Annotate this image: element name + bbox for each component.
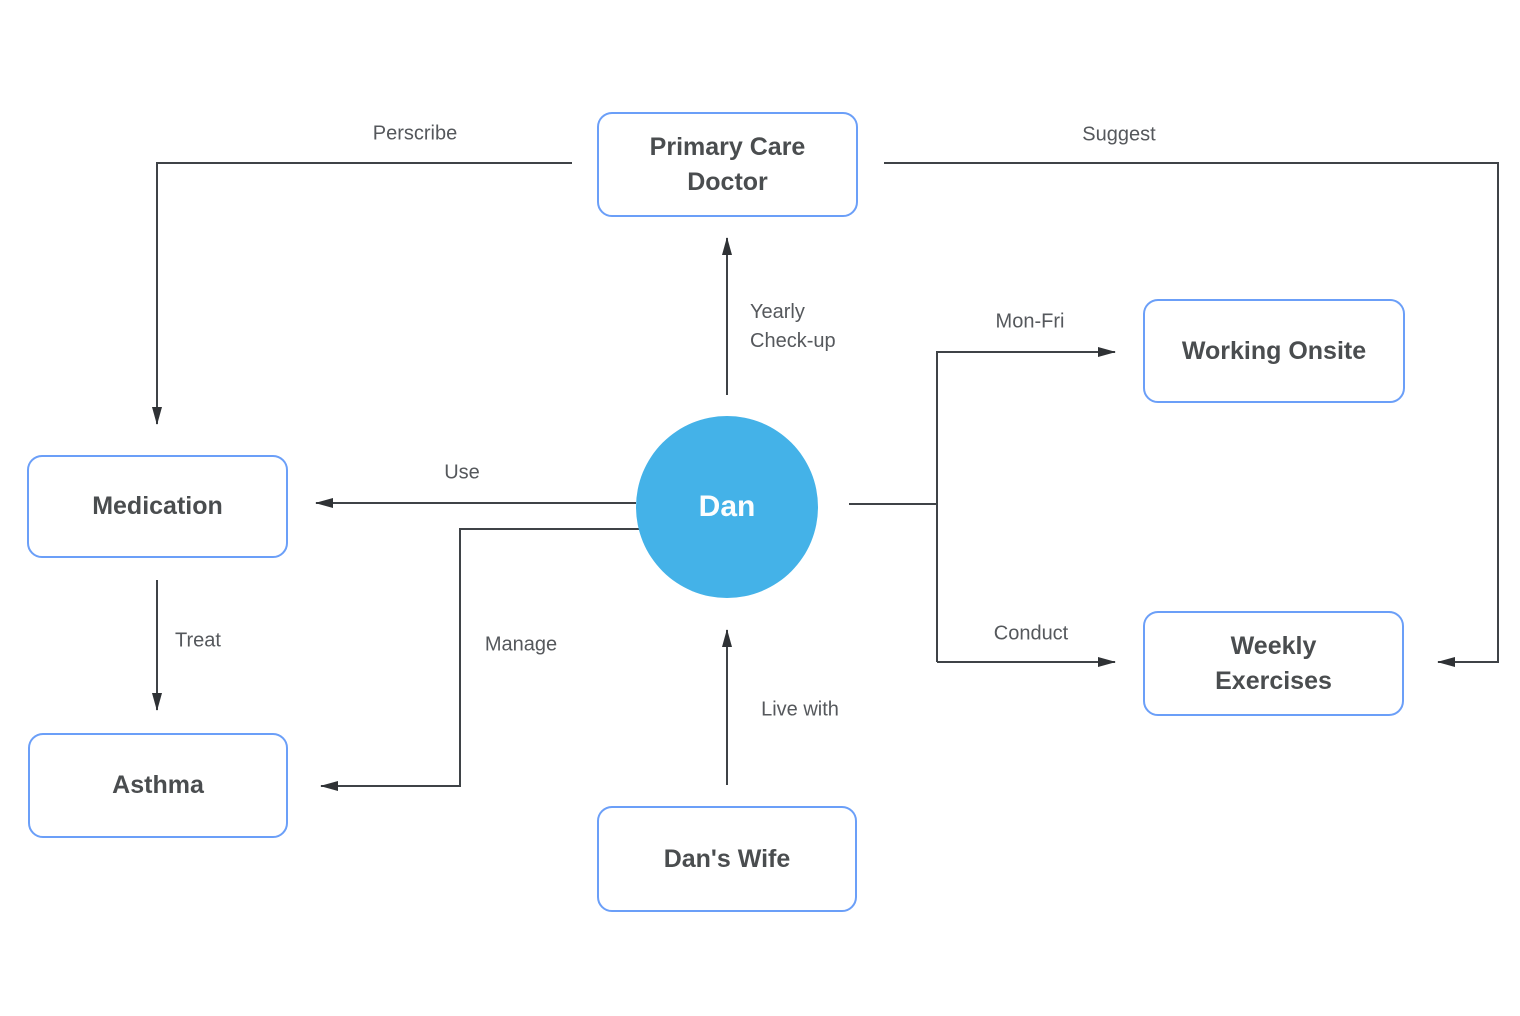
node-primary-care-doctor[interactable]: Primary Care Doctor (597, 112, 858, 217)
edge-label-perscribe: Perscribe (372, 122, 458, 145)
edge-label-conduct: Conduct (993, 622, 1069, 645)
node-dan[interactable]: Dan (636, 416, 818, 598)
edge-suggest (884, 162, 1499, 667)
node-weekly-exercises-label: Weekly Exercises (1215, 631, 1332, 695)
edge-label-suggest: Suggest (1082, 123, 1156, 146)
node-dan-label: Dan (698, 490, 756, 523)
node-dans-wife[interactable]: Dan's Wife (597, 806, 857, 912)
node-working-onsite[interactable]: Working Onsite (1143, 299, 1405, 403)
node-medication[interactable]: Medication (27, 455, 288, 558)
edge-label-yearly-checkup: Yearly Check-up (750, 301, 836, 352)
edge-label-use: Use (444, 461, 480, 484)
edge-label-mon-fri: Mon-Fri (995, 310, 1065, 333)
node-dans-wife-label: Dan's Wife (663, 844, 791, 873)
node-primary-care-doctor-label: Primary Care Doctor (649, 132, 806, 196)
node-weekly-exercises[interactable]: Weekly Exercises (1143, 611, 1404, 716)
edge-perscribe (152, 162, 572, 425)
node-asthma-label: Asthma (112, 771, 204, 799)
edge-label-manage: Manage (484, 633, 558, 656)
edge-manage (320, 528, 640, 791)
node-asthma[interactable]: Asthma (28, 733, 288, 838)
edge-mon-fri (936, 347, 1116, 662)
edge-label-treat: Treat (175, 629, 221, 652)
node-medication-label: Medication (92, 492, 223, 520)
node-working-onsite-label: Working Onsite (1181, 336, 1367, 365)
edge-label-live-with: Live with (761, 698, 839, 721)
